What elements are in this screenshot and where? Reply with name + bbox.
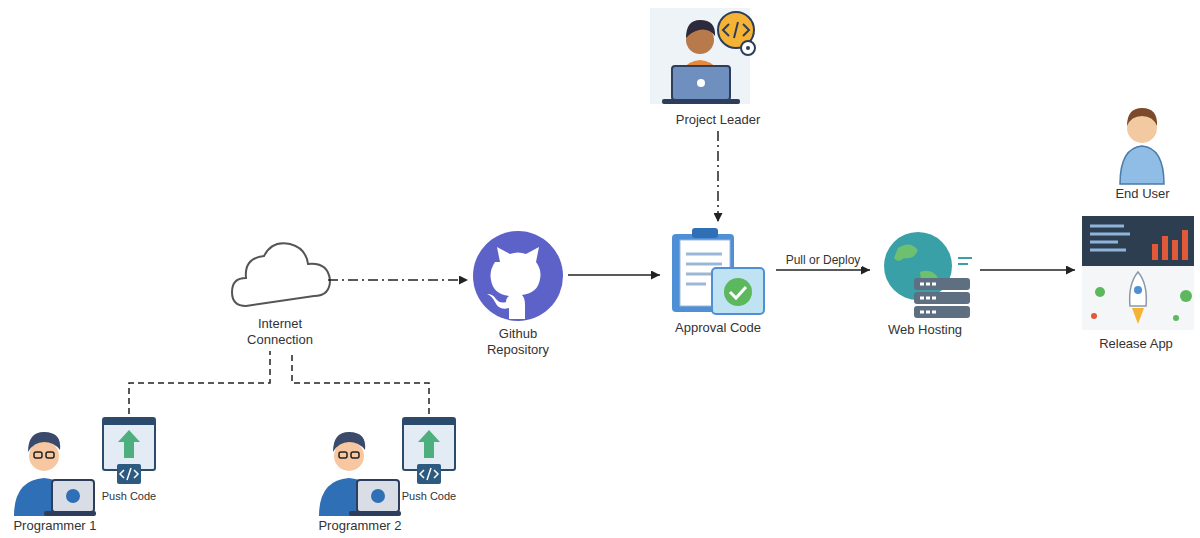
connector [292,351,429,414]
node-label: Approval Code [660,320,776,336]
icon-node: Release App [1075,212,1197,355]
node-label: Internet Connection [232,316,328,348]
icon-node: Project Leader [640,0,796,131]
edge-label: Pull or Deploy [784,253,863,267]
icon-node: Web Hosting [870,226,980,341]
node-label: Project Leader [640,112,796,128]
connector [568,274,660,276]
connector [980,269,1075,271]
node-label: Push Code [98,488,160,504]
cloud-icon [232,243,330,306]
node-label: End User [1090,186,1195,202]
icon-node: Programmer 1 [0,418,110,537]
connector [776,269,870,271]
connector [717,131,719,222]
github-icon [473,231,563,321]
connector [129,351,270,414]
icon-node: End User [1090,108,1195,205]
hosting-icon [884,232,972,318]
push-code-icon [103,418,155,484]
icon-node: Approval Code [660,222,776,339]
node-label: Push Code [398,488,460,504]
approval-icon [672,228,764,314]
node-label: Programmer 2 [305,518,415,534]
node-label: Github Repository [468,326,568,358]
end-user-icon [1120,108,1164,184]
icon-node: Internet Connection [232,250,328,351]
node-label: Release App [1075,336,1197,352]
node-label: Programmer 1 [0,518,110,534]
icon-node: Push Code [398,414,460,507]
release-app-icon [1082,216,1194,330]
icon-node: Programmer 2 [305,418,415,537]
programmer-icon [14,432,96,516]
connector [328,279,468,281]
icon-node: Github Repository [468,228,568,361]
node-label: Web Hosting [870,322,980,338]
leader-icon [650,8,755,104]
icon-node: Push Code [98,414,160,507]
